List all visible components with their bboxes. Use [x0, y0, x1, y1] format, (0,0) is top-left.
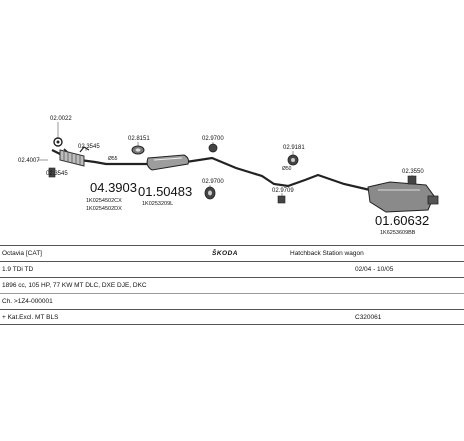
table-row: 1896 cc, 105 HP, 77 KW MT DLC, DXE DJE, …: [0, 278, 464, 293]
part-label-p11: 02.9709: [272, 188, 294, 194]
part-label-p2: 02.3545: [78, 144, 100, 150]
chassis-range: Ch. >1Z4-000001: [2, 298, 53, 305]
part-label-p1: 02.0022: [50, 116, 72, 122]
brand-logo-text: ŠKODA: [212, 250, 238, 257]
hanger-rear-mid: [277, 195, 286, 204]
leader-lines: [38, 122, 413, 196]
clamp-front: [48, 167, 56, 178]
part-label-p3: 02.4007: [18, 158, 40, 164]
part-label-p12: 02.3550: [402, 169, 424, 175]
part-label-p6: 02.8151: [128, 136, 150, 142]
engine-type: 1.9 TDi TD: [2, 266, 34, 273]
vehicle-body: Hatchback Station wagon: [290, 250, 364, 257]
part-label-p9: 02.9700: [202, 179, 224, 185]
table-divider: [0, 309, 464, 310]
table-row: 1.9 TDi TD 02/04 - 10/05: [0, 262, 464, 277]
part-label-p8: 02.9700: [202, 136, 224, 142]
vehicle-model: Octavia [CAT]: [2, 250, 42, 257]
vehicle-info-table: Octavia [CAT] ŠKODA Hatchback Station wa…: [0, 245, 464, 325]
center-gasket: [131, 145, 145, 155]
table-divider: [0, 261, 464, 262]
date-range: 02/04 - 10/05: [355, 266, 394, 273]
kit-note: + Kat.Excl. MT BLS: [2, 314, 59, 321]
oem-label-p13: 1K6253609BB: [380, 230, 416, 236]
rear-muffler: [367, 181, 439, 213]
part-label-p10: 02.9181: [283, 145, 305, 151]
table-divider: [0, 324, 464, 325]
table-row: Ch. >1Z4-000001: [0, 294, 464, 309]
oem-label-p5b: 1K0254502DX: [86, 206, 122, 212]
part-label-p4: 02.3545: [46, 171, 68, 177]
oem-label-p5a: 1K0254502CX: [86, 198, 122, 204]
pipe-diameter-front: Ø55: [108, 156, 118, 162]
part-label-p7: 01.50483: [138, 184, 192, 199]
table-row: Octavia [CAT] ŠKODA Hatchback Station wa…: [0, 246, 464, 261]
engine-detail: 1896 cc, 105 HP, 77 KW MT DLC, DXE DJE, …: [2, 282, 147, 289]
hanger-mid-2: [204, 186, 216, 200]
hanger-rear: [407, 175, 417, 185]
pipe-diameter-rear: Ø50: [282, 166, 292, 172]
part-label-p13: 01.60632: [375, 213, 429, 228]
table-row: + Kat.Excl. MT BLS C320061: [0, 310, 464, 325]
part-label-p5: 04.3903: [90, 180, 137, 195]
front-gasket-ring: [53, 137, 63, 147]
center-muffler: [146, 154, 189, 171]
front-bracket: [79, 146, 90, 153]
rear-flange-gasket: [287, 154, 299, 166]
brand-logo: ŠKODA: [212, 246, 238, 261]
oem-label-p7: 1K0253209L: [142, 201, 173, 207]
hanger-mid-1: [208, 143, 218, 153]
table-divider: [0, 245, 464, 246]
flex-pipe-bellows: [59, 149, 85, 167]
table-divider: [0, 277, 464, 278]
center-pipe: [122, 156, 371, 192]
exhaust-system-diagram: 02.0022 02.3545 02.4007 02.3545 04.3903 …: [18, 116, 439, 236]
table-divider: [0, 293, 464, 294]
kit-code: C320061: [355, 314, 382, 321]
